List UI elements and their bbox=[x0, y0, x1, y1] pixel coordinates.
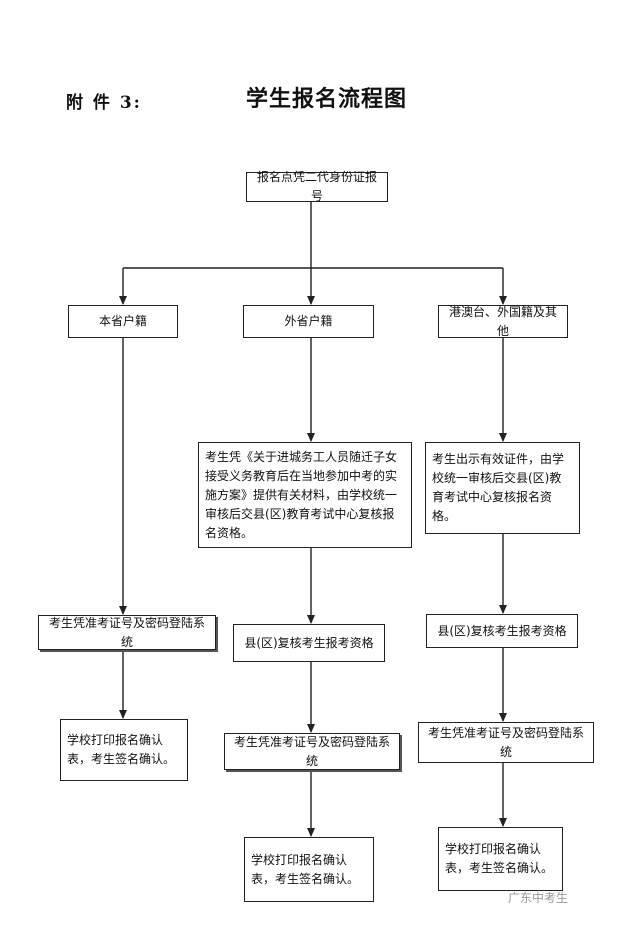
watermark-text: 广东中考生 bbox=[508, 891, 569, 905]
local-confirm-node: 学校打印报名确认表，考生签名确认。 bbox=[60, 719, 188, 781]
other-province-node: 外省户籍 bbox=[243, 305, 374, 338]
hmt-review-node: 县(区)复核考生报考资格 bbox=[426, 614, 578, 648]
hmt-login-node: 考生凭准考证号及密码登陆系统 bbox=[418, 722, 594, 763]
other-review-node: 县(区)复核考生报考资格 bbox=[233, 624, 385, 662]
attachment-label: 附 件 3: bbox=[66, 93, 142, 113]
hmt-foreign-node: 港澳台、外国籍及其他 bbox=[438, 305, 568, 338]
other-province-materials-node: 考生凭《关于进城务工人员随迁子女接受义务教育后在当地参加中考的实施方案》提供有关… bbox=[198, 442, 412, 548]
start-node: 报名点凭二代身份证报号 bbox=[246, 170, 388, 203]
local-household-node: 本省户籍 bbox=[68, 305, 178, 338]
local-login-node: 考生凭准考证号及密码登陆系统 bbox=[38, 615, 216, 650]
other-login-node: 考生凭准考证号及密码登陆系统 bbox=[224, 733, 400, 770]
page-title: 学生报名流程图 bbox=[246, 87, 408, 112]
other-confirm-node: 学校打印报名确认表，考生签名确认。 bbox=[244, 837, 374, 902]
hmt-confirm-node: 学校打印报名确认表，考生签名确认。 bbox=[438, 827, 563, 891]
hmt-materials-node: 考生出示有效证件，由学校统一审核后交县(区)教育考试中心复核报名资格。 bbox=[425, 442, 580, 534]
